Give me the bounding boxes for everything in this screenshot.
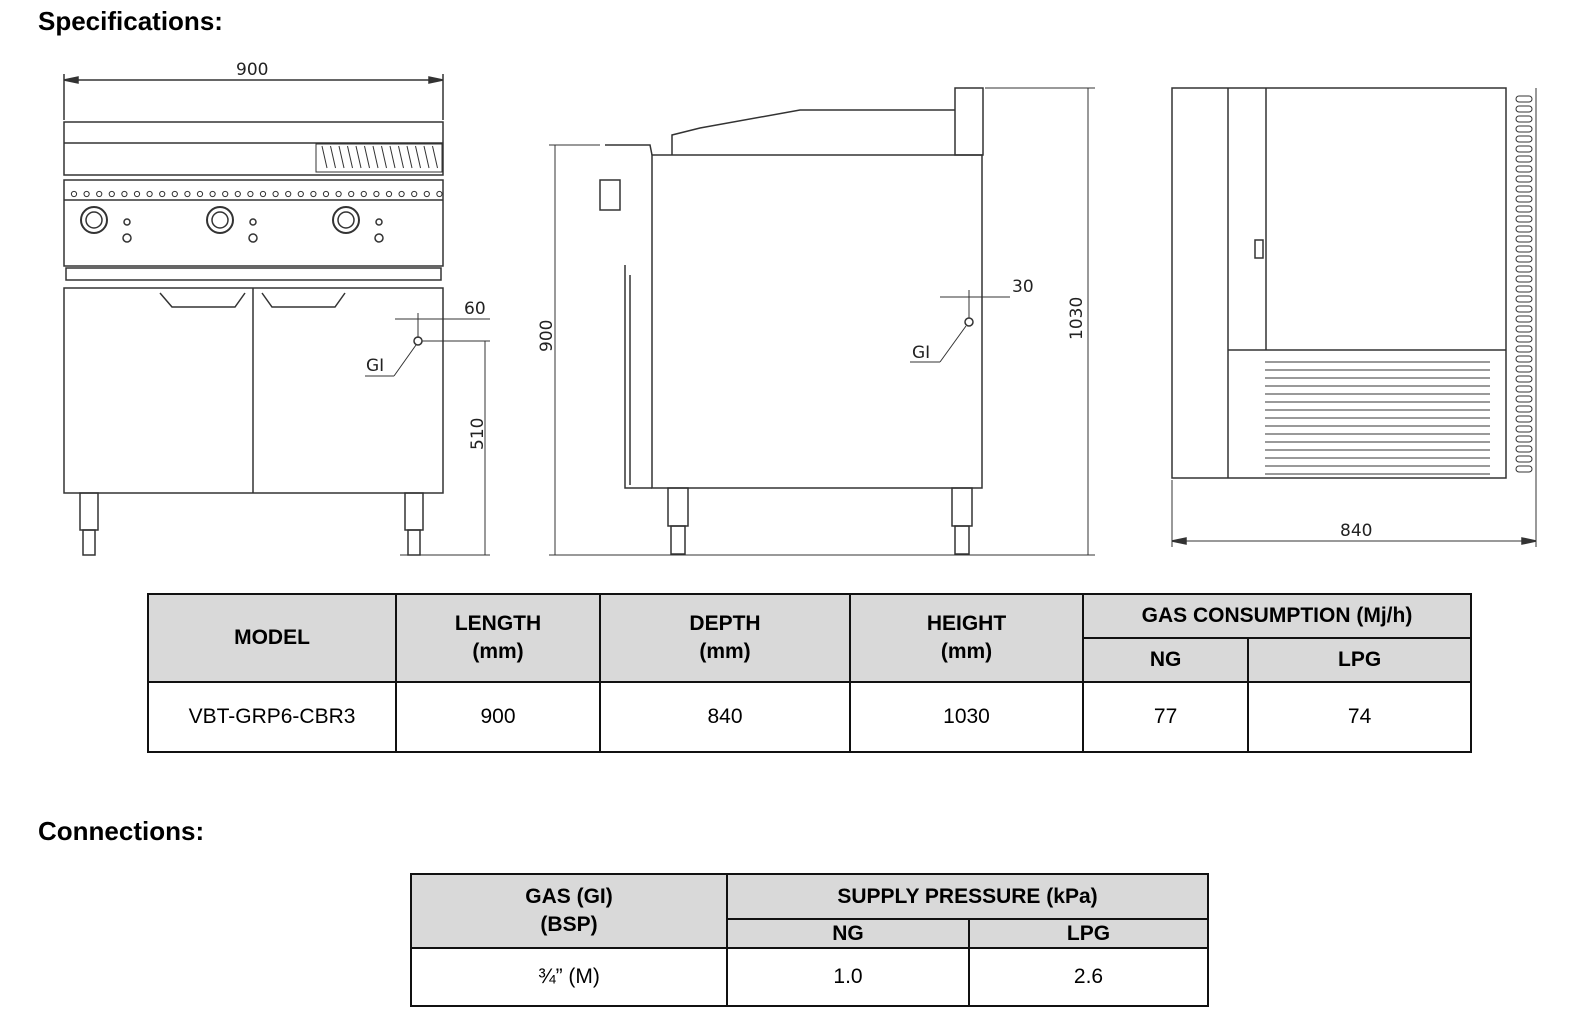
side-body-height-label: 900	[537, 320, 557, 352]
connections-heading: Connections:	[38, 816, 205, 846]
specifications-table: MODEL LENGTH(mm) DEPTH(mm) HEIGHT(mm) GA…	[147, 593, 1472, 753]
header-model: MODEL	[147, 593, 397, 683]
front-gas-height-label: 510	[468, 418, 488, 450]
side-total-height-label: 1030	[1067, 297, 1087, 340]
header-length: LENGTH(mm)	[395, 593, 601, 683]
header-supply-pressure: SUPPLY PRESSURE (kPa)	[726, 873, 1209, 920]
cell-ng: 77	[1081, 681, 1250, 753]
back-depth-label: 840	[1340, 521, 1372, 541]
header-depth: DEPTH(mm)	[599, 593, 851, 683]
header-lpg: LPG	[968, 918, 1209, 949]
cell-lpg: 2.6	[968, 947, 1209, 1007]
back-view-drawing: 840	[1171, 87, 1537, 547]
side-gas-offset-label: 30	[1012, 277, 1034, 297]
cell-gas-size: ¾” (M)	[410, 947, 728, 1007]
header-ng: NG	[1081, 637, 1250, 683]
header-gas-consumption: GAS CONSUMPTION (Mj/h)	[1082, 593, 1472, 639]
cell-depth: 840	[599, 681, 851, 753]
technical-drawings: 60 900 GI 510 30 GI 900 1030	[63, 60, 1537, 556]
cell-model: VBT-GRP6-CBR3	[147, 681, 397, 753]
side-gas-label: GI	[912, 343, 930, 363]
cell-length: 900	[395, 681, 601, 753]
header-height: HEIGHT(mm)	[849, 593, 1084, 683]
front-gas-label: GI	[366, 356, 384, 376]
header-ng: NG	[726, 918, 970, 949]
side-view-drawing: 30 GI 900 1030	[537, 87, 1095, 556]
front-view-drawing: 60 900 GI 510	[63, 60, 490, 556]
table-row: VBT-GRP6-CBR3 900 840 1030 77 74	[147, 681, 1472, 753]
front-width-label: 900	[236, 60, 268, 80]
table-row: ¾” (M) 1.0 2.6	[410, 947, 1209, 1007]
front-gas-offset-label: 60	[464, 299, 486, 319]
connections-table: GAS (GI)(BSP) SUPPLY PRESSURE (kPa) NG L…	[410, 873, 1209, 1007]
header-lpg: LPG	[1247, 637, 1472, 683]
cell-lpg: 74	[1247, 681, 1472, 753]
specifications-heading: Specifications:	[38, 6, 223, 36]
header-gas-gi: GAS (GI)(BSP)	[410, 873, 728, 949]
cell-ng: 1.0	[726, 947, 970, 1007]
cell-height: 1030	[849, 681, 1084, 753]
